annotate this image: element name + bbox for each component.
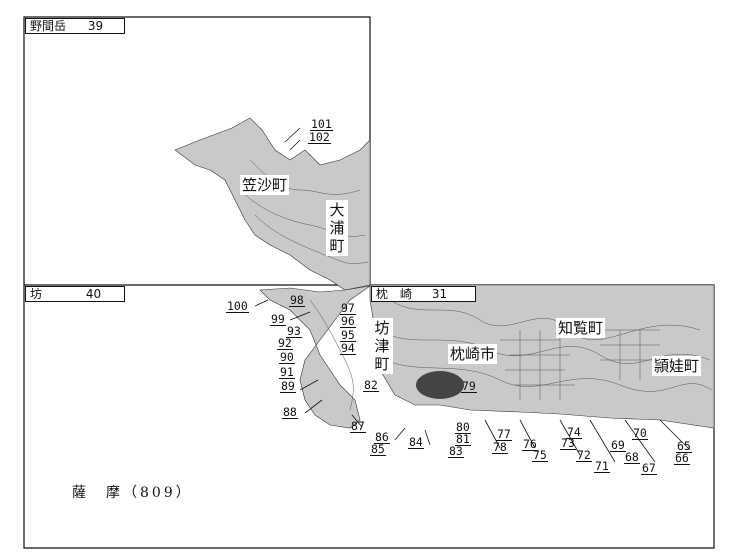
place-chiran: 知覧町 [556,318,606,338]
point-label: 96 [340,314,356,328]
point-label: 82 [363,378,379,392]
point-label: 79 [461,379,477,393]
point-label: 89 [280,379,296,393]
place-bonotsu: 坊津町 [371,318,393,374]
region-label: 薩 摩（809） [72,485,193,501]
point-label: 93 [286,324,302,338]
point-label: 68 [624,450,640,464]
sheet-number: 39 [87,19,104,33]
place-makurazaki: 枕崎市 [448,344,498,364]
point-label: 76 [522,437,538,451]
point-label: 78 [492,440,508,454]
point-label: 90 [279,350,295,364]
sheet-name: 枕 崎 [376,287,413,301]
point-label: 74 [566,425,582,439]
point-label: 92 [277,336,293,350]
point-label: 71 [594,459,610,473]
point-label: 85 [370,442,386,456]
leader-lines [254,127,691,463]
point-label: 81 [455,432,471,446]
point-label: 102 [308,130,331,144]
point-label: 75 [532,448,548,462]
point-label: 100 [226,299,249,313]
point-label: 87 [350,419,366,433]
point-label: 95 [340,328,356,342]
point-label: 94 [340,341,356,355]
point-label: 70 [632,426,648,440]
sheet-label-nomadake: 野間岳 39 [25,18,125,34]
point-label: 73 [560,436,576,450]
city-area [416,371,464,399]
point-label: 101 [310,117,333,131]
point-label: 91 [279,365,295,379]
point-label: 84 [408,435,424,449]
place-kasasa: 笠沙町 [240,175,290,195]
point-label: 99 [270,312,286,326]
sheet-label-makurazaki: 枕 崎 31 [371,286,476,302]
point-label: 80 [455,420,471,434]
sheet-name: 野間岳 [30,19,67,33]
sheet-number: 40 [85,287,102,301]
sheet-name: 坊 [30,287,43,301]
point-label: 72 [576,448,592,462]
point-label: 66 [674,451,690,465]
place-ei: 頴娃町 [652,356,702,376]
sheet-number: 31 [431,287,448,301]
point-label: 77 [496,427,512,441]
point-label: 67 [641,461,657,475]
sheet-label-bo: 坊 40 [25,286,125,302]
point-label: 98 [289,293,305,307]
place-oura: 大浦町 [326,200,348,256]
point-label: 69 [610,438,626,452]
point-label: 86 [374,430,390,444]
point-label: 83 [448,444,464,458]
point-label: 88 [282,405,298,419]
point-label: 65 [676,439,692,453]
point-label: 97 [340,301,356,315]
